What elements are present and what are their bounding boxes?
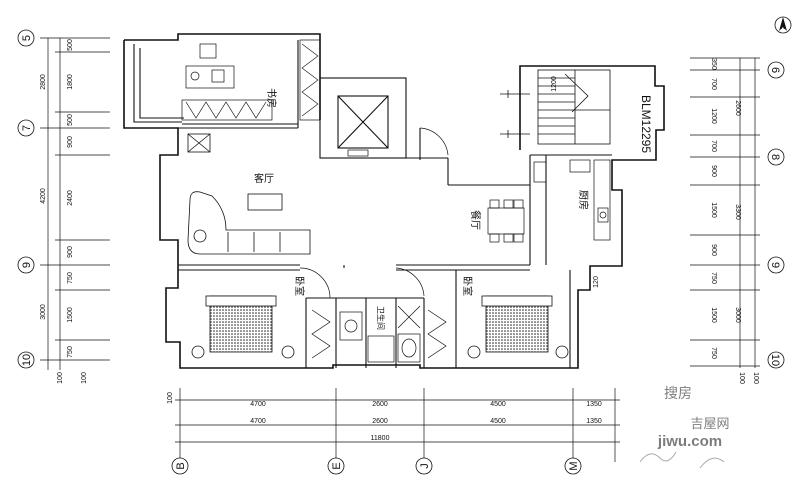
living-furniture bbox=[187, 133, 311, 255]
room-label-bedroom-left: 卧室 bbox=[293, 276, 306, 296]
axis-bubble-left-7: 7 bbox=[17, 119, 35, 137]
axis-bubble-bottom-B: B bbox=[171, 457, 189, 475]
dining-furniture bbox=[487, 199, 525, 243]
bedroom-right-furniture bbox=[467, 295, 569, 359]
left-axis-bubbles: 5 7 9 10 bbox=[17, 29, 35, 369]
axis-bubble-left-9: 9 bbox=[17, 256, 35, 274]
watermark-signature-icon bbox=[639, 451, 725, 469]
dim-left-inner-5: 2400 bbox=[67, 190, 74, 206]
svg-text:8: 8 bbox=[769, 154, 781, 160]
dim-left-outer-2: 4200 bbox=[40, 188, 47, 204]
left-dimension-labels: 2800 4200 3000 500 1800 500 900 2400 900… bbox=[40, 39, 88, 384]
svg-text:E: E bbox=[331, 462, 343, 469]
dim-top-3: 4500 bbox=[490, 401, 506, 408]
svg-text:5: 5 bbox=[21, 35, 33, 41]
dim-right-inner-8: 750 bbox=[710, 272, 717, 284]
dim-right-inner-3: 1200 bbox=[710, 108, 717, 124]
dim-bottom-1: 4700 bbox=[250, 418, 266, 425]
axis-bubble-left-10: 10 bbox=[17, 351, 35, 369]
dim-right-edge-2: 100 bbox=[752, 372, 759, 384]
dim-left-inner-6: 900 bbox=[67, 246, 74, 258]
dim-right-inner-6: 1500 bbox=[710, 202, 717, 218]
axis-bubble-right-10: 10 bbox=[767, 351, 785, 369]
axis-bubble-left-5: 5 bbox=[17, 29, 35, 47]
dim-top-2: 2600 bbox=[372, 401, 388, 408]
svg-text:6: 6 bbox=[769, 67, 781, 73]
interior-walls bbox=[133, 40, 612, 368]
axis-bubble-right-8: 8 bbox=[767, 148, 785, 166]
axis-bubble-right-6: 6 bbox=[767, 61, 785, 79]
dim-left-inner-1: 500 bbox=[67, 39, 74, 51]
room-label-dining: 餐厅 bbox=[469, 210, 482, 230]
dim-misc-1200: 1200 bbox=[551, 76, 558, 92]
dim-right-outer-1: 2600 bbox=[734, 100, 741, 116]
svg-text:B: B bbox=[175, 462, 187, 469]
axis-bubble-right-9: 9 bbox=[767, 256, 785, 274]
axis-bubble-bottom-J: J bbox=[415, 457, 433, 475]
dim-left-inner-3: 500 bbox=[67, 114, 74, 126]
room-label-living: 客厅 bbox=[254, 172, 274, 185]
bathroom-fixtures bbox=[311, 305, 447, 363]
stair-code-label: BLM12295 bbox=[639, 95, 653, 153]
dim-right-inner-1: 350 bbox=[710, 58, 717, 70]
dim-right-inner-2: 700 bbox=[710, 78, 717, 90]
kitchen-furniture bbox=[533, 159, 611, 241]
dim-left-outer-1: 2800 bbox=[40, 74, 47, 90]
dim-right-inner-5: 900 bbox=[710, 165, 717, 177]
bedroom-left-furniture bbox=[191, 295, 295, 359]
svg-text:9: 9 bbox=[769, 262, 781, 268]
dim-right-inner-10: 750 bbox=[710, 347, 717, 359]
left-dimension-chain bbox=[40, 37, 110, 370]
dim-left-inner-4: 900 bbox=[67, 136, 74, 148]
bottom-axis-bubbles: B E J M bbox=[171, 457, 582, 475]
dim-bottom-2: 2600 bbox=[372, 418, 388, 425]
axis-bubble-bottom-E: E bbox=[327, 457, 345, 475]
room-label-study: 书房 bbox=[265, 88, 278, 108]
dim-right-inner-7: 900 bbox=[710, 244, 717, 256]
watermark: 搜房 吉屋网 jiwu.com bbox=[639, 385, 730, 469]
dim-left-inner-2: 1800 bbox=[67, 74, 74, 90]
room-label-bath: 卫生间 bbox=[376, 306, 386, 330]
dim-top-4: 1350 bbox=[586, 401, 602, 408]
svg-text:10: 10 bbox=[21, 354, 33, 366]
dim-left-outer-3: 3000 bbox=[40, 304, 47, 320]
dim-total: 11800 bbox=[371, 435, 390, 442]
dim-bottom-3: 4500 bbox=[490, 418, 506, 425]
watermark-url: jiwu.com bbox=[657, 433, 722, 450]
watermark-logo: 搜房 bbox=[664, 385, 692, 401]
dim-right-outer-3: 3000 bbox=[734, 307, 741, 323]
dim-misc-120: 120 bbox=[593, 276, 600, 288]
svg-text:9: 9 bbox=[21, 262, 33, 268]
dim-left-inner-9: 750 bbox=[67, 346, 74, 358]
dim-right-inner-4: 700 bbox=[710, 140, 717, 152]
dim-left-inner-7: 750 bbox=[67, 272, 74, 284]
right-dimension-chain bbox=[690, 57, 760, 368]
room-label-kitchen: 厨房 bbox=[577, 190, 590, 210]
dim-right-outer-2: 3300 bbox=[734, 204, 741, 220]
svg-text:J: J bbox=[419, 463, 431, 469]
svg-text:7: 7 bbox=[21, 125, 33, 131]
right-axis-bubbles: 6 8 9 10 bbox=[767, 61, 785, 369]
svg-text:N: N bbox=[781, 25, 785, 31]
dim-left-edge-1: 100 bbox=[57, 372, 64, 384]
bottom-dimension-labels: 4700 2600 4500 1350 4700 2600 4500 1350 … bbox=[167, 392, 602, 442]
study-furniture bbox=[181, 39, 321, 121]
dim-left-edge-2: 100 bbox=[81, 372, 88, 384]
bottom-dimension-chain bbox=[175, 388, 620, 462]
dim-bottom-4: 1350 bbox=[586, 418, 602, 425]
watermark-site: 吉屋网 bbox=[690, 416, 729, 431]
axis-bubble-bottom-M: M bbox=[564, 457, 582, 475]
right-dimension-labels: 350 700 1200 700 900 1500 900 750 1500 7… bbox=[710, 58, 759, 384]
svg-text:10: 10 bbox=[769, 354, 781, 366]
svg-text:M: M bbox=[568, 461, 580, 470]
dim-left-inner-8: 1500 bbox=[67, 307, 74, 323]
dim-right-inner-9: 1500 bbox=[710, 307, 717, 323]
room-label-bedroom-right: 卧室 bbox=[461, 276, 474, 296]
dim-right-edge-1: 100 bbox=[738, 372, 745, 384]
staircase bbox=[500, 69, 611, 145]
dim-top-1: 4700 bbox=[250, 401, 266, 408]
north-arrow-icon: N bbox=[774, 16, 792, 34]
dim-bottom-edge-1: 100 bbox=[167, 392, 174, 404]
